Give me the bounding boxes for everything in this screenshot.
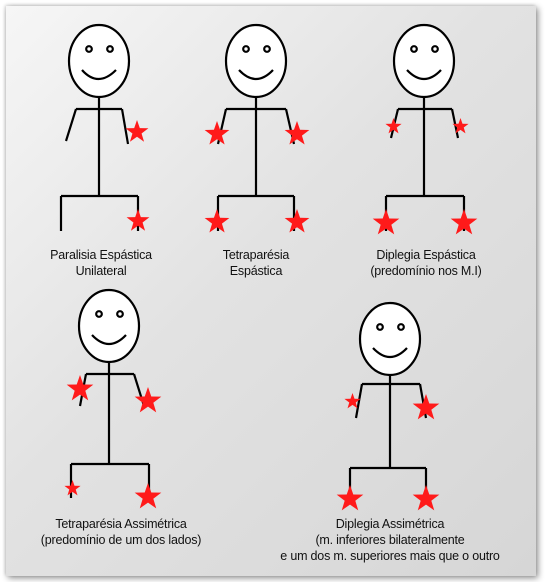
- caption-unilateral: Paralisia Espástica Unilateral: [50, 248, 152, 278]
- caption-tetra: Tetraparésia Espástica: [222, 248, 290, 278]
- star-marker: [125, 120, 149, 142]
- figure-diplegia-assim: [348, 301, 428, 502]
- star-marker: [204, 121, 230, 145]
- figure-tetra: [216, 23, 296, 231]
- star-marker: [336, 485, 364, 511]
- caption-diplegia-assim: Diplegia Assimétrica (m. inferiores bila…: [280, 517, 500, 563]
- star-marker: [284, 121, 310, 145]
- star-marker: [134, 483, 162, 509]
- star-marker: [284, 209, 310, 233]
- figure-panel: Paralisia Espástica Unilateral Tetraparé…: [6, 6, 536, 576]
- caption-tetra-assim: Tetraparésia Assimétrica (predomínio de …: [40, 517, 202, 547]
- caption-diplegia: Diplegia Espástica (predomínio nos M.I): [370, 248, 482, 278]
- stick-figures-diagram: [59, 23, 478, 511]
- star-marker: [66, 375, 94, 401]
- star-marker: [412, 485, 440, 511]
- figure-unilateral: [59, 23, 140, 231]
- figure-diplegia: [384, 23, 466, 231]
- star-marker: [64, 480, 81, 496]
